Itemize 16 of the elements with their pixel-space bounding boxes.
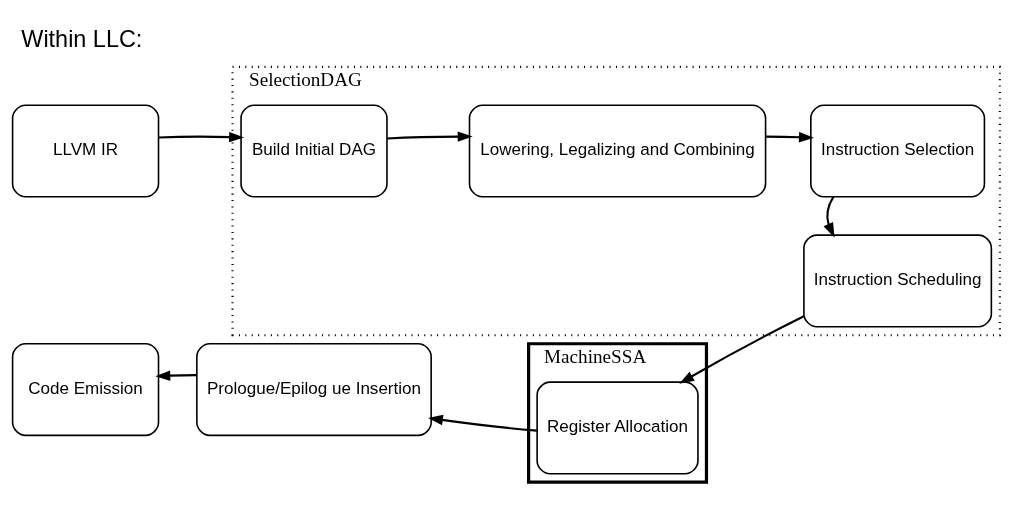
node-box: Lowering, Legalizing and Combining <box>468 104 767 198</box>
node-box: Instruction Selection <box>810 104 986 198</box>
arrow <box>765 131 814 143</box>
arrow <box>387 131 473 142</box>
arrow <box>679 315 805 384</box>
arrow <box>427 414 537 432</box>
diagram-title: Within LLC: <box>21 26 143 53</box>
arrow <box>158 131 245 143</box>
node-box: LLVM IR <box>11 104 160 198</box>
node-box: Code Emission <box>11 342 160 437</box>
node-box: Build Initial DAG <box>240 104 388 198</box>
arrow <box>823 196 835 238</box>
node-box: Prologue/Epilog ue Insertion <box>196 342 432 437</box>
node-box: Register Allocation <box>536 381 699 475</box>
node-box: Instruction Scheduling <box>803 234 993 328</box>
arrow <box>155 370 197 381</box>
